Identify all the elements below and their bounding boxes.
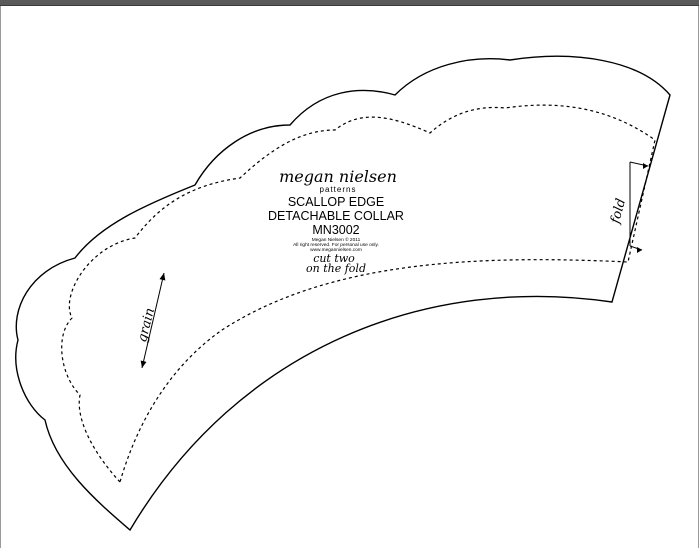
collar-cut-line (15, 55, 671, 532)
grain-label: grain (135, 306, 158, 343)
cut-note-line2: on the fold (306, 262, 366, 275)
fold-label: fold (608, 197, 629, 226)
pattern-label-block: megan nielsen patterns SCALLOP EDGE DETA… (268, 167, 404, 275)
copyright-line1: Megan Nielsen © 2011 (312, 236, 361, 243)
pattern-code: MN3002 (312, 223, 359, 237)
copyright-line2: All right reserved. For personal use onl… (293, 242, 379, 248)
collar-seam-line (61, 104, 656, 483)
window-top-bar (0, 0, 699, 6)
pattern-title-line2: DETACHABLE COLLAR (268, 209, 404, 223)
cut-note-line1: cut two (313, 252, 355, 265)
pattern-title-line1: SCALLOP EDGE (288, 195, 384, 209)
brand-sub: patterns (320, 185, 357, 194)
fold-marker: fold (608, 161, 649, 253)
grain-line-marker: grain (135, 272, 166, 369)
copyright-line3: www.megannielsen.com (310, 247, 362, 253)
brand-logo: megan nielsen (279, 167, 397, 186)
frame-left-edge (0, 6, 1, 548)
